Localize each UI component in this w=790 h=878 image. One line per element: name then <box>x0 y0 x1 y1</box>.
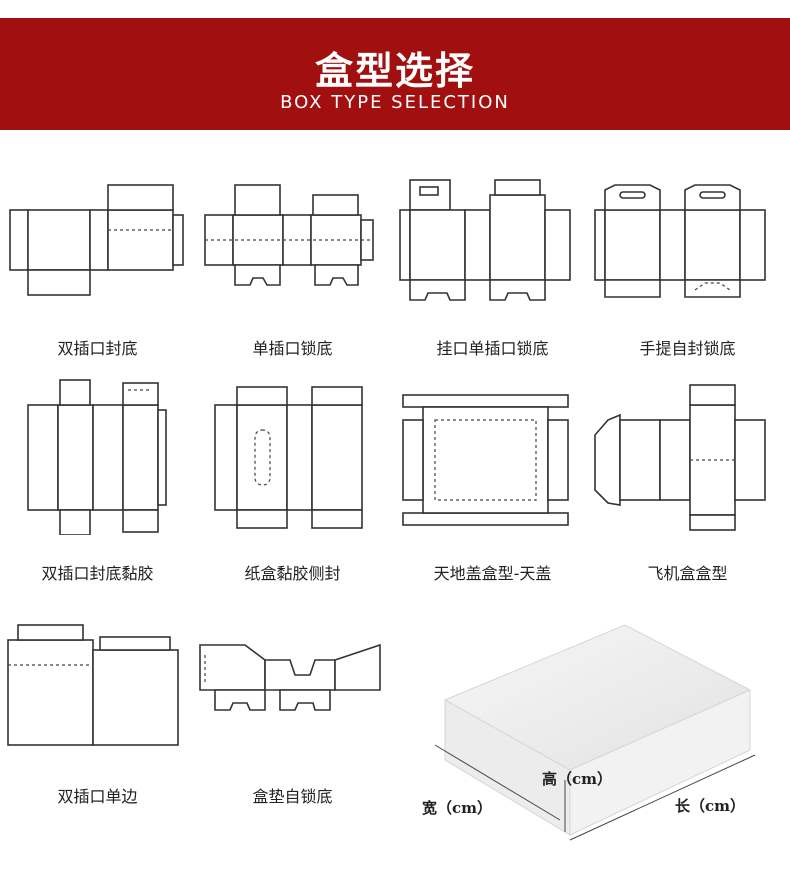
page-title: 盒型选择 <box>314 49 475 93</box>
box-3d-illustration <box>434 624 756 841</box>
box-type-card[interactable]: 飞机盒盒型 <box>590 375 785 585</box>
box-label: 天地盖盒型-天盖 <box>433 564 552 583</box>
box-label: 纸盒黏胶侧封 <box>244 564 341 583</box>
box-type-card[interactable]: 单插口锁底 <box>195 175 390 365</box>
box-type-card[interactable]: 双插口封底黏胶 <box>0 375 195 585</box>
box-label: 盒垫自锁底 <box>252 787 333 806</box>
box-type-card[interactable]: 纸盒黏胶侧封 <box>195 375 390 585</box>
page-subtitle: BOX TYPE SELECTION <box>280 92 510 113</box>
box-label: 双插口封底 <box>57 339 138 358</box>
box-label: 单插口锁底 <box>252 339 333 358</box>
box-type-card[interactable]: 盒垫自锁底 <box>195 615 390 815</box>
box-dieline-diagram <box>594 184 766 298</box>
box-dieline-diagram <box>27 379 167 535</box>
box-dieline-diagram <box>204 184 374 286</box>
box-label: 手提自封锁底 <box>639 339 736 358</box>
length-label: 长（cm） <box>675 797 746 815</box>
box-type-card[interactable]: 手提自封锁底 <box>590 175 785 365</box>
box-type-card[interactable]: 天地盖盒型-天盖 <box>395 375 590 585</box>
box-dieline-diagram <box>402 394 569 526</box>
header-banner: 盒型选择 BOX TYPE SELECTION <box>0 18 790 130</box>
height-label: 高（cm） <box>542 770 613 788</box>
box-label: 挂口单插口锁底 <box>436 339 549 358</box>
width-label: 宽（cm） <box>422 799 493 817</box>
box-dieline-diagram <box>9 184 184 296</box>
box-dieline-diagram <box>594 384 766 531</box>
box-label: 飞机盒盒型 <box>647 564 728 583</box>
box-dieline-diagram <box>199 643 381 711</box>
box-type-card[interactable]: 双插口单边 <box>0 615 195 815</box>
box-dimension-diagram: 高（cm） 宽（cm） 长（cm） <box>410 600 780 870</box>
box-label: 双插口封底黏胶 <box>41 564 154 583</box>
box-dieline-diagram <box>7 624 179 746</box>
box-type-card[interactable]: 双插口封底 <box>0 175 195 365</box>
box-dieline-diagram <box>214 386 363 529</box>
box-dieline-diagram <box>399 179 571 301</box>
box-label: 双插口单边 <box>57 787 138 806</box>
box-type-card[interactable]: 挂口单插口锁底 <box>395 175 590 365</box>
